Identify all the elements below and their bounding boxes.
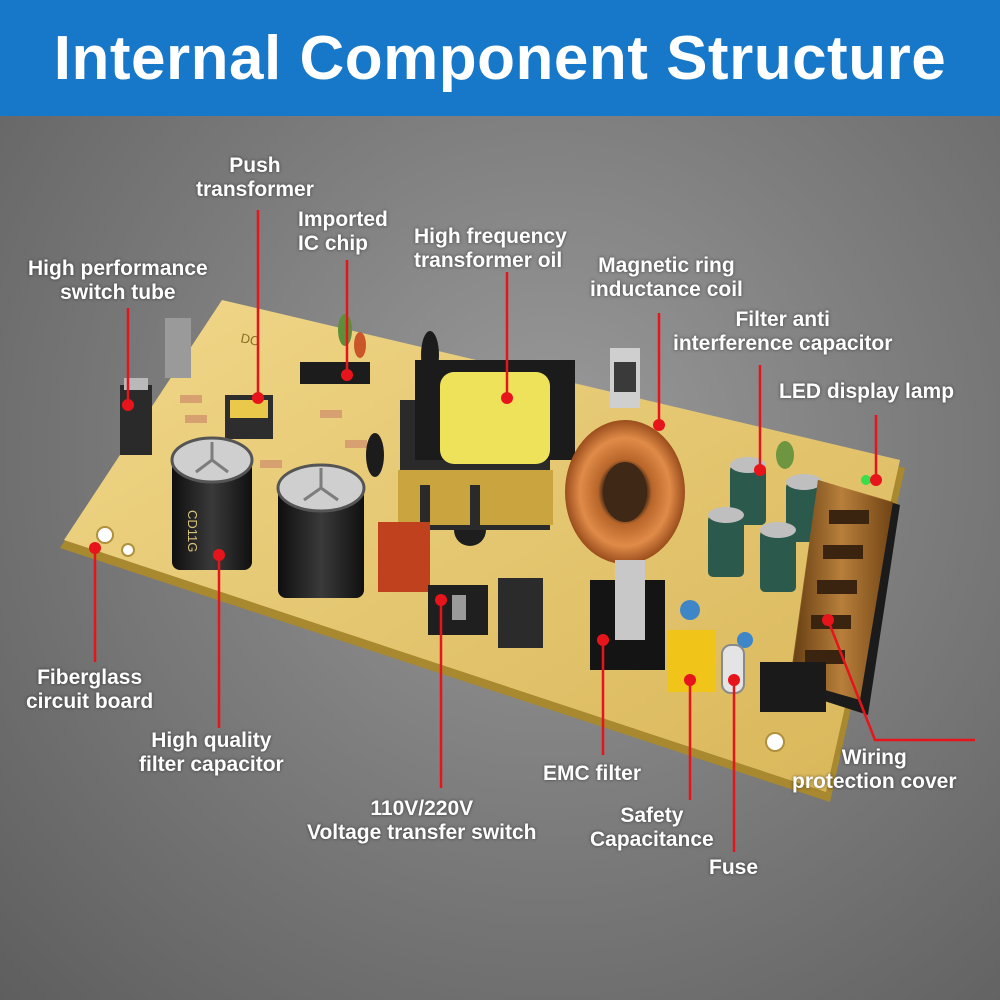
label-ring-coil: Magnetic ring inductance coil — [590, 254, 743, 301]
filter-capacitors: CD11G — [170, 436, 366, 598]
label-fuse: Fuse — [709, 856, 759, 879]
label-filter-anti: Filter anti interference capacitor — [673, 308, 893, 355]
capacitor-marking: CD11G — [185, 510, 200, 552]
output-capacitors — [708, 457, 822, 592]
terminal-block — [760, 475, 900, 715]
voltage-switch — [428, 578, 543, 648]
label-voltage-switch: 110V/220V Voltage transfer switch — [307, 797, 537, 844]
label-fiberglass: Fiberglass circuit board — [26, 666, 154, 713]
label-switch-tube: High performance switch tube — [28, 257, 208, 304]
magnetic-ring-coil — [565, 420, 685, 564]
label-transformer-oil: High frequency transformer oil — [414, 225, 567, 272]
label-led-lamp: LED display lamp — [779, 380, 955, 403]
label-wiring-cover: Wiring protection cover — [792, 746, 957, 793]
board-marking: DC — [239, 330, 260, 349]
label-push-transformer: Push transformer — [196, 154, 314, 201]
label-emc-filter: EMC filter — [543, 762, 642, 785]
page-title: Internal Component Structure — [53, 23, 947, 93]
label-ic-chip: Imported IC chip — [298, 208, 388, 255]
x-capacitor — [378, 522, 430, 592]
label-filter-capacitor: High quality filter capacitor — [139, 729, 284, 776]
pointer-dots — [89, 369, 882, 686]
high-frequency-transformer — [398, 360, 575, 530]
label-safety-capacitance: Safety Capacitance — [590, 804, 714, 851]
title-banner: Internal Component Structure — [0, 0, 1000, 116]
pointer-lines — [93, 210, 975, 852]
switch-tube — [120, 318, 640, 455]
